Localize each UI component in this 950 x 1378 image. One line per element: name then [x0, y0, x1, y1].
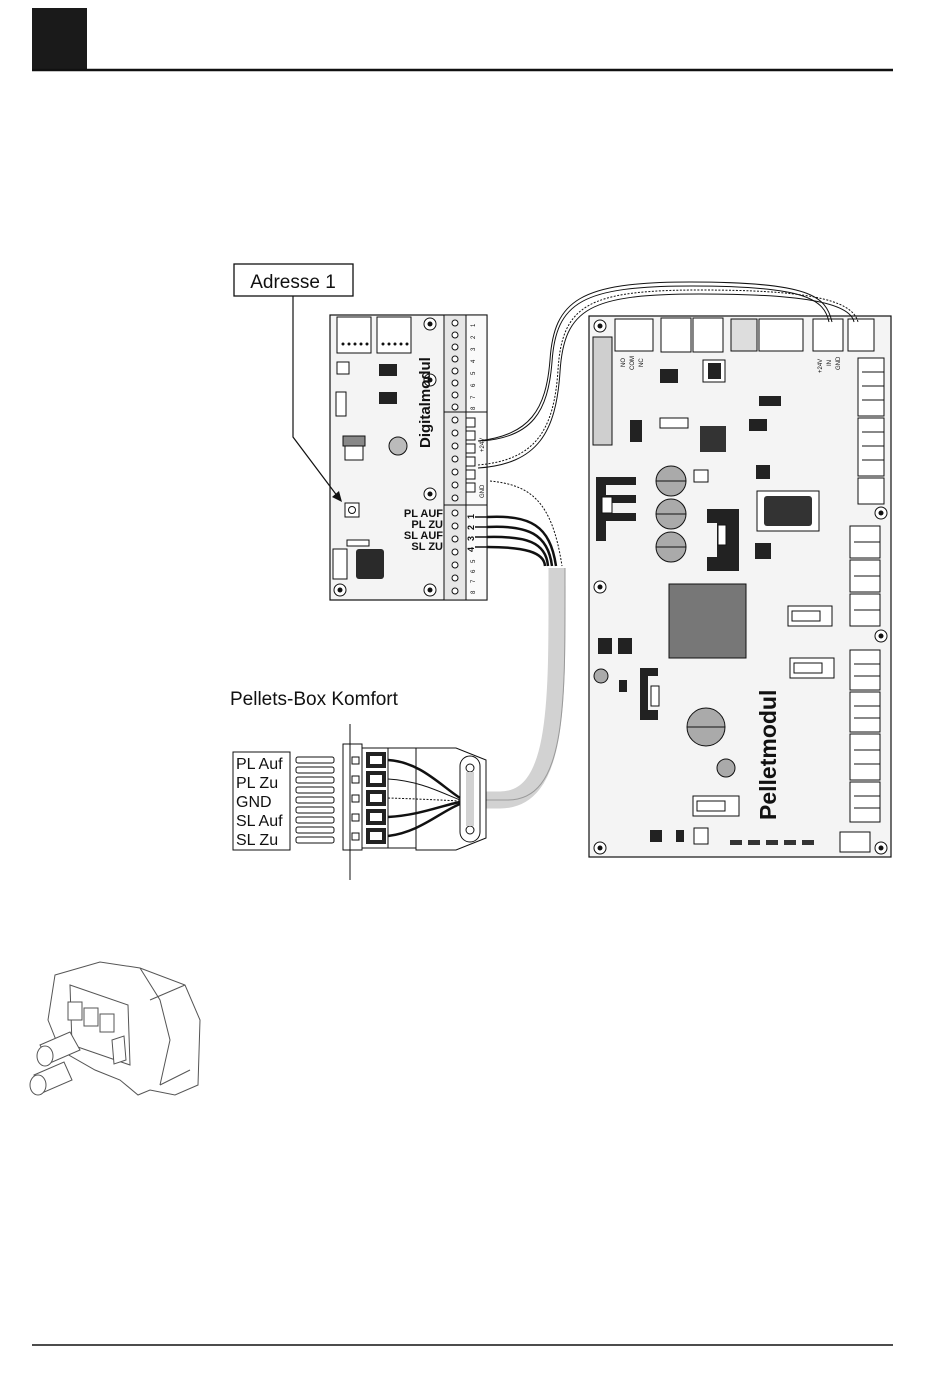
terminal-label-sl-zu: SL ZU: [411, 541, 443, 553]
input-label-gnd: GND: [836, 356, 842, 370]
power-label-gnd: GND: [480, 484, 486, 498]
terminal-number: 1: [466, 514, 476, 519]
pellet-module-board: [589, 316, 891, 857]
relay-label-nc: NC: [639, 358, 645, 367]
terminal-number: 4: [466, 547, 476, 552]
pellet-module-title: Pelletmodul: [755, 690, 781, 820]
pellets-box-title: Pellets-Box Komfort: [230, 689, 399, 710]
terminal-number: 2: [466, 525, 476, 530]
relay-label-com: COM: [630, 356, 636, 370]
connector-label-pl-zu: PL Zu: [236, 775, 278, 792]
connector-label-pl-auf: PL Auf: [236, 756, 283, 773]
connector-label-gnd: GND: [236, 794, 272, 811]
section-marker-block: [32, 8, 87, 70]
input-label-24v: +24V: [818, 359, 824, 373]
address-label: Adresse 1: [250, 272, 336, 293]
connector-label-sl-zu: SL Zu: [236, 832, 278, 849]
relay-label-no: NO: [621, 358, 627, 367]
connector-label-sl-auf: SL Auf: [236, 813, 283, 830]
input-label-in: IN: [827, 360, 833, 366]
digital-module-board: [330, 315, 487, 600]
terminal-number: 3: [466, 536, 476, 541]
signal-wires-digital: [487, 481, 562, 566]
boiler-sketch-illustration: [30, 962, 200, 1095]
digital-module-title: Digitalmodul: [417, 357, 434, 448]
